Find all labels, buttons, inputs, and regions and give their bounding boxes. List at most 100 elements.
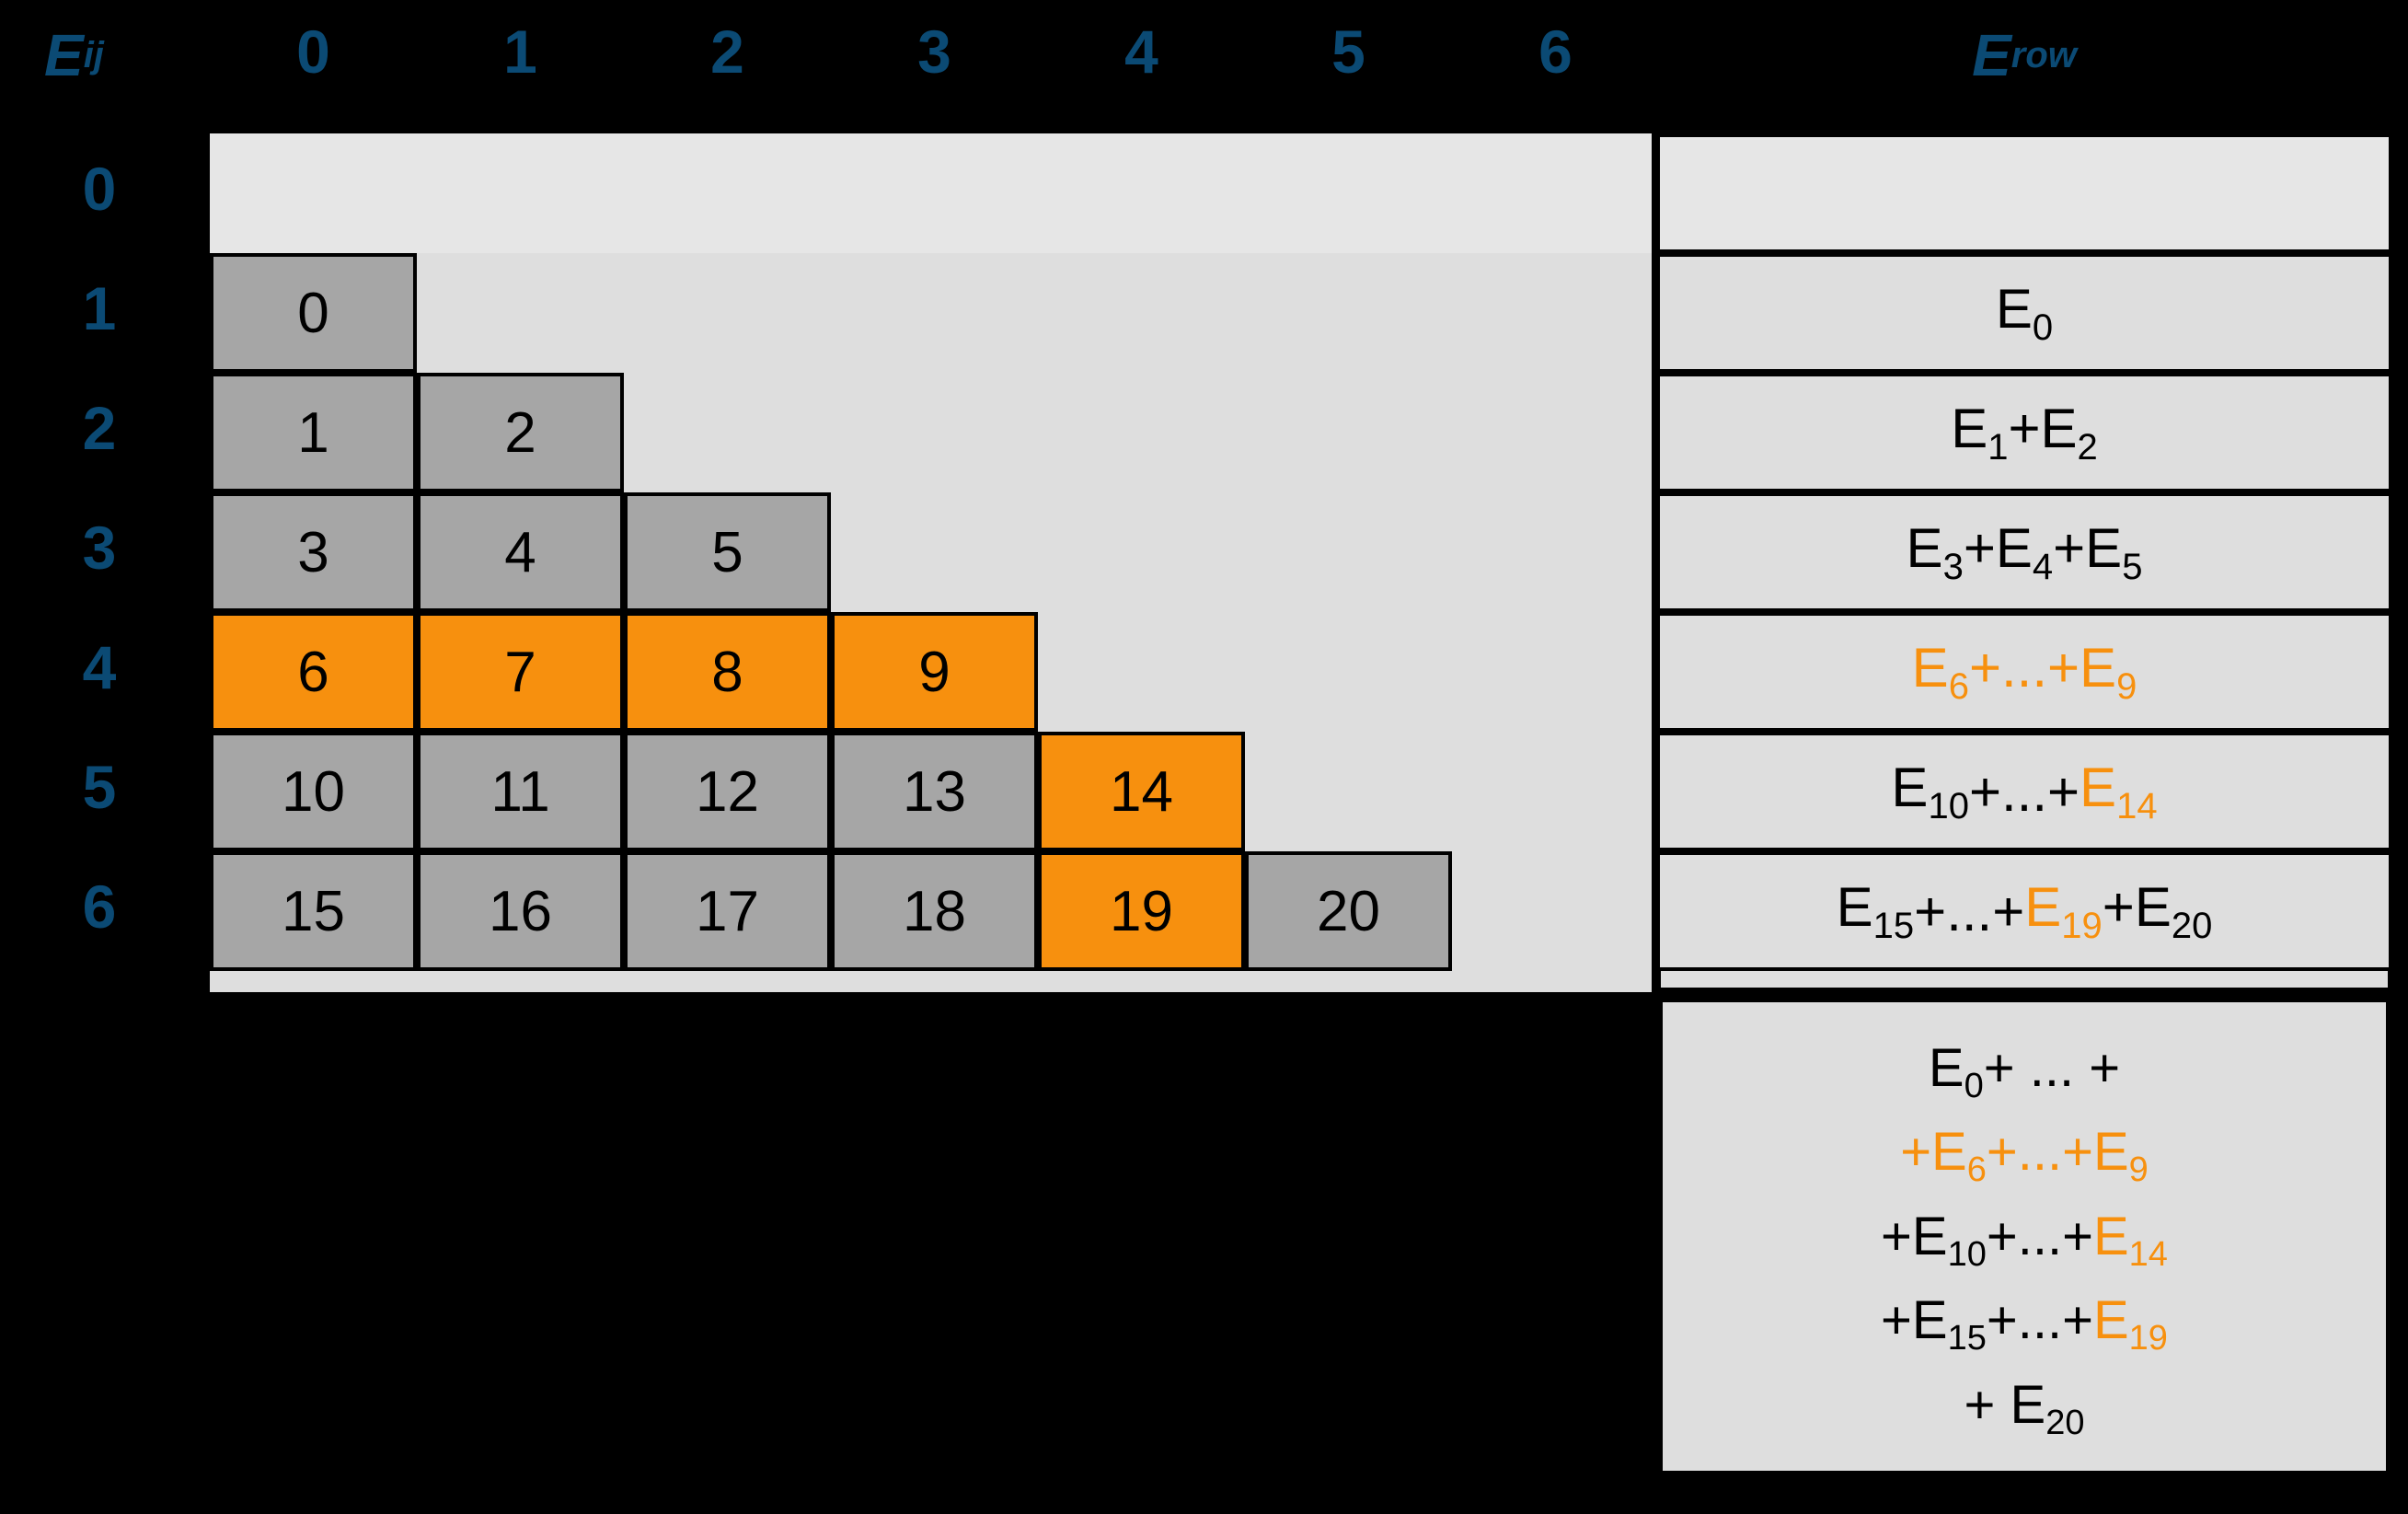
grid-cell-17: 17 [624,851,831,971]
erow-cell-row-4: E6+...+E9 [1656,612,2392,732]
formula-term: E10 [1891,757,1969,826]
grid-cell-13: 13 [831,732,1038,851]
erow-cell-row-6: E15+...+E19+E20 [1656,851,2392,971]
formula-term: E0 [1928,1037,1984,1105]
formula-subscript: 10 [1928,785,1969,826]
formula-subscript: 9 [2128,1150,2149,1190]
formula-subscript: 2 [2077,426,2098,468]
column-header-2: 2 [710,17,744,86]
grid-cell-19: 19 [1038,851,1245,971]
row-header-6: 6 [82,873,117,941]
grid-cell-15: 15 [210,851,417,971]
formula-term: +E10 [1881,1206,1987,1274]
formula-term: +E6 [1900,1122,1987,1190]
formula-subscript: 5 [2122,546,2143,587]
total-sum-box: E0+ ... ++E6+...+E9+E10+...+E14+E15+...+… [1656,996,2392,1477]
formula-term: E19 [2092,1290,2168,1358]
erow-cell-row-5: E10+...+E14 [1656,732,2392,851]
formula-subscript: 14 [2128,1234,2168,1274]
formula-term: E14 [2092,1206,2168,1274]
formula-term: +E2 [2008,398,2098,468]
formula-term: +...+ [1986,1290,2093,1351]
corner-header-base: E [44,22,84,88]
column-header-0: 0 [296,17,330,86]
row-header-3: 3 [82,514,117,582]
grid-background-row0 [210,133,1652,253]
formula-subscript: 1 [1987,426,2009,468]
grid-cell-10: 10 [210,732,417,851]
formula-subscript: 19 [2061,905,2103,946]
formula-term: +...+E9 [1968,637,2137,707]
formula-subscript: 19 [2128,1319,2168,1358]
formula-term: E14 [2080,757,2158,826]
total-line-3: +E10+...+E14 [1881,1200,2168,1279]
formula-subscript: 15 [1872,905,1915,946]
formula-term: +...+ [1986,1206,2093,1266]
grid-cell-11: 11 [417,732,624,851]
formula-term: E19 [2024,876,2103,946]
row-header-4: 4 [82,633,117,701]
formula-subscript: 0 [2032,306,2054,348]
erow-cell-row-0 [1656,133,2392,253]
formula-subscript: 6 [1966,1150,1987,1190]
formula-subscript: 3 [1942,546,1964,587]
grid-cell-16: 16 [417,851,624,971]
formula-term: +...+ [1914,880,2025,942]
formula-term: +E4 [1963,517,2054,587]
total-line-1: E0+ ... + [1929,1032,2120,1111]
grid-cell-5: 5 [624,492,831,612]
grid-cell-8: 8 [624,612,831,732]
erow-header-base: E [1972,22,2011,88]
grid-cell-2: 2 [417,373,624,492]
formula-term: E6 [1911,637,1969,707]
grid-cell-9: 9 [831,612,1038,732]
grid-cell-4: 4 [417,492,624,612]
total-line-2: +E6+...+E9 [1900,1115,2149,1195]
formula-subscript: 20 [2045,1404,2085,1443]
formula-subscript: 9 [2116,665,2137,707]
grid-cell-6: 6 [210,612,417,732]
row-header-0: 0 [82,155,117,223]
grid-cell-1: 1 [210,373,417,492]
total-line-5: + E20 [1964,1369,2085,1448]
erow-cell-row-2: E1+E2 [1656,373,2392,492]
formula-subscript: 10 [1947,1234,1987,1274]
column-header-4: 4 [1124,17,1158,86]
grid-cell-14: 14 [1038,732,1245,851]
formula-subscript: 20 [2171,905,2213,946]
formula-subscript: 4 [2032,546,2054,587]
column-header-1: 1 [503,17,537,86]
row-header-5: 5 [82,753,117,821]
column-header-6: 6 [1538,17,1573,86]
formula-term: +E15 [1881,1290,1987,1358]
formula-term: +E20 [2102,876,2213,946]
formula-term: +...+E9 [1986,1122,2149,1190]
erow-cell-row-3: E3+E4+E5 [1656,492,2392,612]
formula-term: E0 [1995,278,2054,348]
formula-subscript: 6 [1948,665,1969,707]
formula-subscript: 14 [2116,785,2158,826]
corner-header-subscript: ij [83,34,104,75]
grid-cell-18: 18 [831,851,1038,971]
column-header-3: 3 [917,17,951,86]
row-header-2: 2 [82,394,117,462]
formula-term: + E20 [1964,1374,2085,1443]
total-line-4: +E15+...+E19 [1881,1284,2168,1363]
grid-cell-3: 3 [210,492,417,612]
formula-term: +...+ [1968,760,2080,823]
row-header-1: 1 [82,274,117,342]
formula-subscript: 0 [1964,1066,1984,1105]
formula-term: +E5 [2053,517,2143,587]
erow-header-subscript: row [2011,34,2077,75]
grid-cell-0: 0 [210,253,417,373]
column-header-5: 5 [1331,17,1365,86]
formula-term: E1 [1951,398,2009,468]
formula-subscript: 15 [1947,1319,1987,1358]
grid-cell-12: 12 [624,732,831,851]
grid-cell-20: 20 [1245,851,1452,971]
erow-cell-row-1: E0 [1656,253,2392,373]
formula-term: E15 [1836,876,1915,946]
